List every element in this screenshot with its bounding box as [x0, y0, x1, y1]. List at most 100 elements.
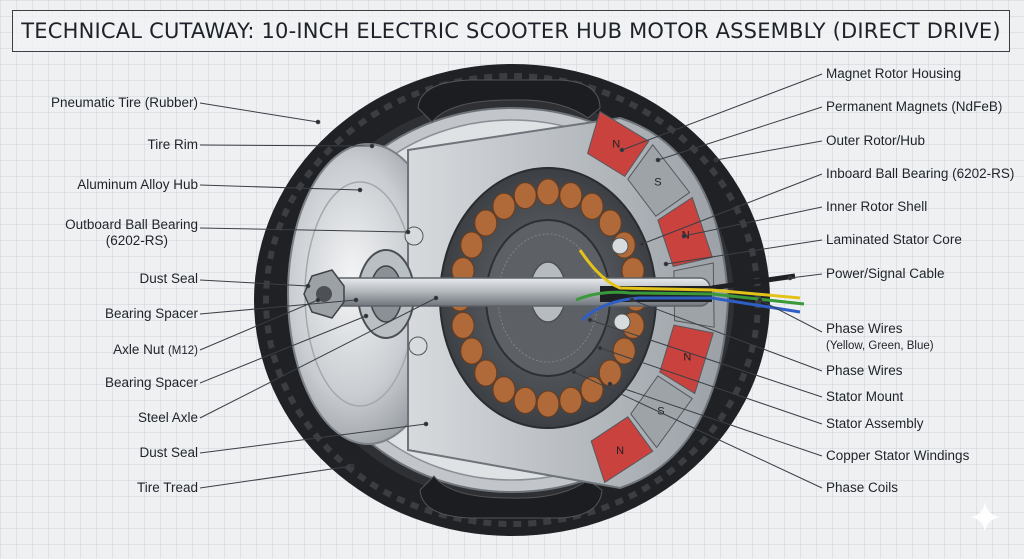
copper-coil — [559, 182, 583, 210]
leader-line — [683, 206, 823, 237]
leader-dot — [305, 283, 311, 289]
leader-line — [199, 279, 309, 287]
page-title: TECHNICAL CUTAWAY: 10-INCH ELECTRIC SCOO… — [21, 19, 1001, 43]
leader-line — [621, 73, 823, 151]
copper-coil — [536, 390, 560, 418]
label-text: Aluminum Alloy Hub — [77, 177, 198, 192]
copper-coil — [460, 337, 484, 365]
leader-dot — [353, 297, 359, 303]
label-text: Inner Rotor Shell — [826, 199, 928, 214]
leader-dot — [619, 147, 625, 153]
label-inboard-bearing: Inboard Ball Bearing (6202-RS) — [826, 166, 1014, 182]
leader-dot — [405, 229, 411, 235]
leader-dot — [423, 421, 429, 427]
label-aluminum-hub: Aluminum Alloy Hub — [77, 177, 198, 193]
leader-dot — [681, 233, 687, 239]
leader-dot — [663, 261, 669, 267]
label-inner-rotor-shell: Inner Rotor Shell — [826, 199, 927, 215]
copper-coil — [536, 178, 560, 206]
leader-dot — [571, 369, 577, 375]
magnet-pole-letter: S — [657, 406, 664, 418]
label-tire-rim: Tire Rim — [148, 137, 199, 153]
leader-dot — [587, 317, 593, 323]
label-outer-rotor-hub: Outer Rotor/Hub — [826, 133, 925, 149]
label-text: Inboard Ball Bearing (6202-RS) — [826, 166, 1015, 181]
leader-line — [641, 173, 823, 245]
magnet-pole-letter: N — [612, 139, 620, 151]
label-power-signal-cable: Power/Signal Cable — [826, 266, 945, 282]
label-steel-axle: Steel Axle — [138, 410, 198, 426]
label-text: Laminated Stator Core — [826, 232, 962, 247]
label-text: Pneumatic Tire (Rubber) — [50, 95, 198, 110]
leader-line — [789, 273, 823, 279]
label-text: Dust Seal — [139, 271, 198, 286]
label-text: Bearing Spacer — [104, 306, 198, 321]
label-phase-wires: Phase Wires — [826, 363, 903, 379]
label-text: Dust Seal — [139, 445, 198, 460]
label-text: Axle Nut — [113, 342, 165, 357]
leader-dot — [349, 463, 355, 469]
leader-line — [573, 371, 823, 489]
label-text: Outboard Ball Bearing — [65, 217, 198, 232]
leader-line — [665, 239, 823, 265]
label-text: Tire Tread — [136, 480, 198, 495]
copper-coil — [513, 182, 537, 210]
label-text-line2: (6202-RS) — [105, 233, 168, 248]
label-copper-stator-windings: Copper Stator Windings — [826, 448, 969, 464]
label-text: Power/Signal Cable — [826, 266, 945, 281]
bearing-ball-bottom — [408, 336, 428, 356]
leader-line — [599, 347, 823, 425]
copper-coil — [474, 209, 498, 237]
leader-line — [199, 423, 427, 454]
stator-assembly — [439, 167, 657, 429]
leader-dot — [369, 143, 375, 149]
sparkle-icon — [970, 502, 1000, 532]
magnet-pole-letter: N — [616, 445, 624, 457]
label-text: Outer Rotor/Hub — [826, 133, 926, 148]
magnet-segment — [657, 196, 713, 267]
copper-coil — [598, 209, 622, 237]
label-axle-nut: Axle Nut (M12) — [113, 342, 198, 359]
copper-coil — [580, 192, 604, 220]
permanent-magnets: NSNSNSN — [586, 110, 715, 484]
leader-dot — [655, 157, 661, 163]
leader-line — [759, 299, 823, 333]
leader-lines — [199, 73, 823, 489]
label-bearing-spacer-top: Bearing Spacer — [105, 306, 198, 322]
axle-nut — [303, 269, 345, 319]
label-stator-assembly: Stator Assembly — [826, 416, 924, 432]
copper-coil — [460, 231, 484, 259]
label-stator-mount: Stator Mount — [826, 389, 903, 405]
copper-coil — [451, 311, 475, 339]
label-text: Phase Wires — [826, 321, 903, 336]
leader-dot — [597, 345, 603, 351]
leader-line — [589, 319, 823, 398]
leader-dot — [757, 297, 763, 303]
tire-section-top — [417, 79, 601, 123]
leader-dot — [315, 119, 321, 125]
label-phase-coils: Phase Coils — [826, 480, 898, 496]
leader-dot — [433, 295, 439, 301]
leader-line — [199, 315, 367, 384]
label-text: Copper Stator Windings — [826, 448, 970, 463]
inner-bearing-ball-bottom — [613, 313, 631, 331]
label-dust-seal-bottom: Dust Seal — [139, 445, 198, 461]
leader-dot — [787, 275, 793, 281]
leader-line — [199, 227, 409, 233]
magnet-segment — [630, 375, 693, 449]
leader-dot — [607, 381, 613, 387]
label-bearing-spacer-bottom: Bearing Spacer — [105, 375, 198, 391]
label-text: Permanent Magnets (NdFeB) — [826, 99, 1003, 114]
leader-dot — [357, 187, 363, 193]
leader-line — [609, 383, 823, 457]
label-text: Steel Axle — [137, 410, 198, 425]
label-text: Stator Mount — [826, 389, 904, 404]
leader-dot — [713, 157, 719, 163]
label-outboard-bearing: Outboard Ball Bearing(6202-RS) — [65, 217, 198, 249]
leader-line — [199, 102, 319, 123]
copper-coil — [474, 359, 498, 387]
label-text: Bearing Spacer — [104, 375, 198, 390]
leader-line — [199, 297, 437, 419]
copper-coil — [492, 192, 516, 220]
